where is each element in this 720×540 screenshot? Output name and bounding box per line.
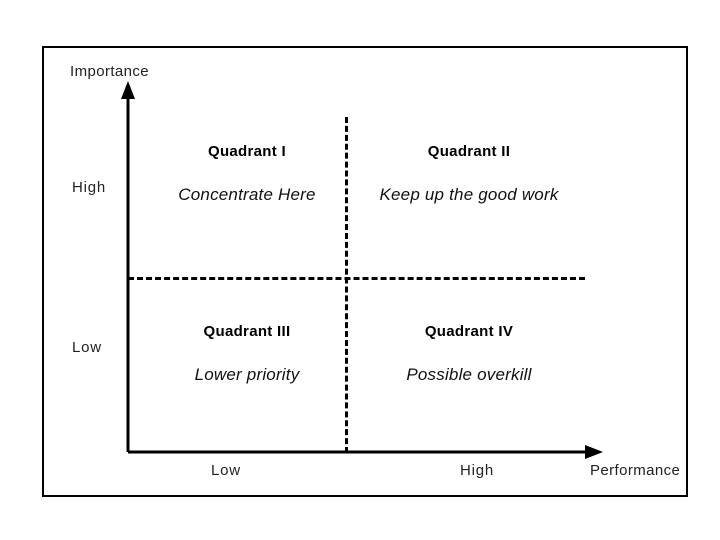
quadrant-2-block: Quadrant II Keep up the good work (351, 143, 587, 207)
quadrant-1-description: Concentrate Here (178, 185, 316, 204)
y-axis-arrowhead-icon (121, 81, 135, 99)
quadrant-4-description: Possible overkill (406, 365, 532, 384)
quadrant-3-description: Lower priority (194, 365, 300, 384)
quadrant-3-block: Quadrant III Lower priority (129, 323, 365, 387)
quadrant-4-title: Quadrant IV (424, 323, 514, 340)
importance-midline-divider (128, 277, 585, 280)
y-axis-tick-high: High (72, 179, 107, 196)
x-axis-tick-high: High (460, 462, 495, 479)
x-axis-tick-low: Low (211, 462, 241, 479)
quadrant-3-title: Quadrant III (203, 323, 291, 340)
quadrant-2-title: Quadrant II (427, 143, 511, 160)
performance-midline-divider (345, 117, 348, 453)
x-axis-arrowhead-icon (585, 445, 603, 459)
axis-lines (121, 81, 603, 459)
x-axis-title: Performance (590, 462, 681, 479)
quadrant-1-block: Quadrant I Concentrate Here (129, 143, 365, 207)
quadrant-2-description: Keep up the good work (379, 185, 559, 204)
quadrant-1-title: Quadrant I (207, 143, 286, 160)
quadrant-4-block: Quadrant IV Possible overkill (351, 323, 587, 387)
y-axis-title: Importance (70, 63, 150, 80)
figure-border: Importance High Low Low High Performance… (42, 46, 688, 497)
y-axis-tick-low: Low (72, 339, 102, 356)
plot-area: Importance High Low Low High Performance… (44, 48, 686, 495)
